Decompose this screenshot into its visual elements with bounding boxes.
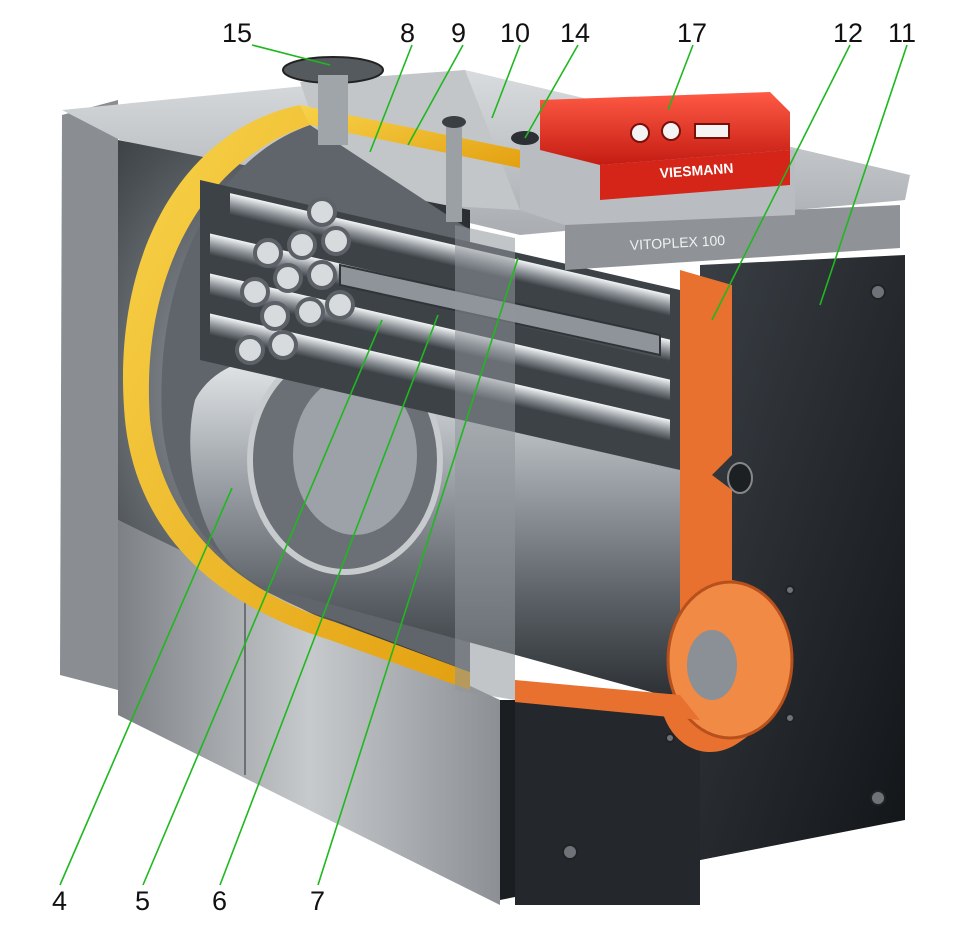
leader-14 xyxy=(524,44,579,139)
insulation-top-strip xyxy=(300,105,520,168)
callout-4: 4 xyxy=(52,886,68,916)
leader-5 xyxy=(142,319,383,886)
casing-front-lower xyxy=(118,520,500,905)
tube-ends xyxy=(235,197,355,365)
leader-10 xyxy=(491,44,521,119)
leader-7 xyxy=(317,257,519,886)
front-lower-panel xyxy=(515,690,700,905)
leader-9 xyxy=(407,44,464,146)
leader-17 xyxy=(667,44,694,111)
burner-throat-hole xyxy=(687,630,737,700)
refractory-bottom xyxy=(515,680,700,720)
callout-15: 15 xyxy=(222,18,253,48)
callout-6: 6 xyxy=(212,886,228,916)
top-connections xyxy=(282,56,539,222)
callout-5: 5 xyxy=(135,886,151,916)
door-bolts xyxy=(562,284,886,860)
callout-8: 8 xyxy=(400,18,416,48)
callout-17: 17 xyxy=(677,18,708,48)
furnace-opening-inner xyxy=(293,375,417,535)
callout-12: 12 xyxy=(833,18,864,48)
callout-10: 10 xyxy=(500,18,531,48)
casing-left-wall xyxy=(60,100,118,690)
leader-12 xyxy=(711,44,851,321)
leader-11 xyxy=(819,44,908,306)
callout-7: 7 xyxy=(310,886,326,916)
brand-label: VIESMANN xyxy=(659,160,734,181)
callout-9: 9 xyxy=(451,18,467,48)
sight-glass xyxy=(727,462,753,494)
leader-8 xyxy=(369,44,413,153)
cut-edge-right xyxy=(455,225,515,700)
burner-unit: VIESMANN xyxy=(520,92,795,225)
leader-6 xyxy=(219,314,439,886)
leader-15 xyxy=(251,44,331,66)
model-label: VITOPLEX 100 xyxy=(629,232,725,253)
leader-4 xyxy=(59,487,233,886)
callout-11: 11 xyxy=(888,18,917,48)
leader-lines xyxy=(59,44,908,886)
callout-14: 14 xyxy=(560,18,591,48)
